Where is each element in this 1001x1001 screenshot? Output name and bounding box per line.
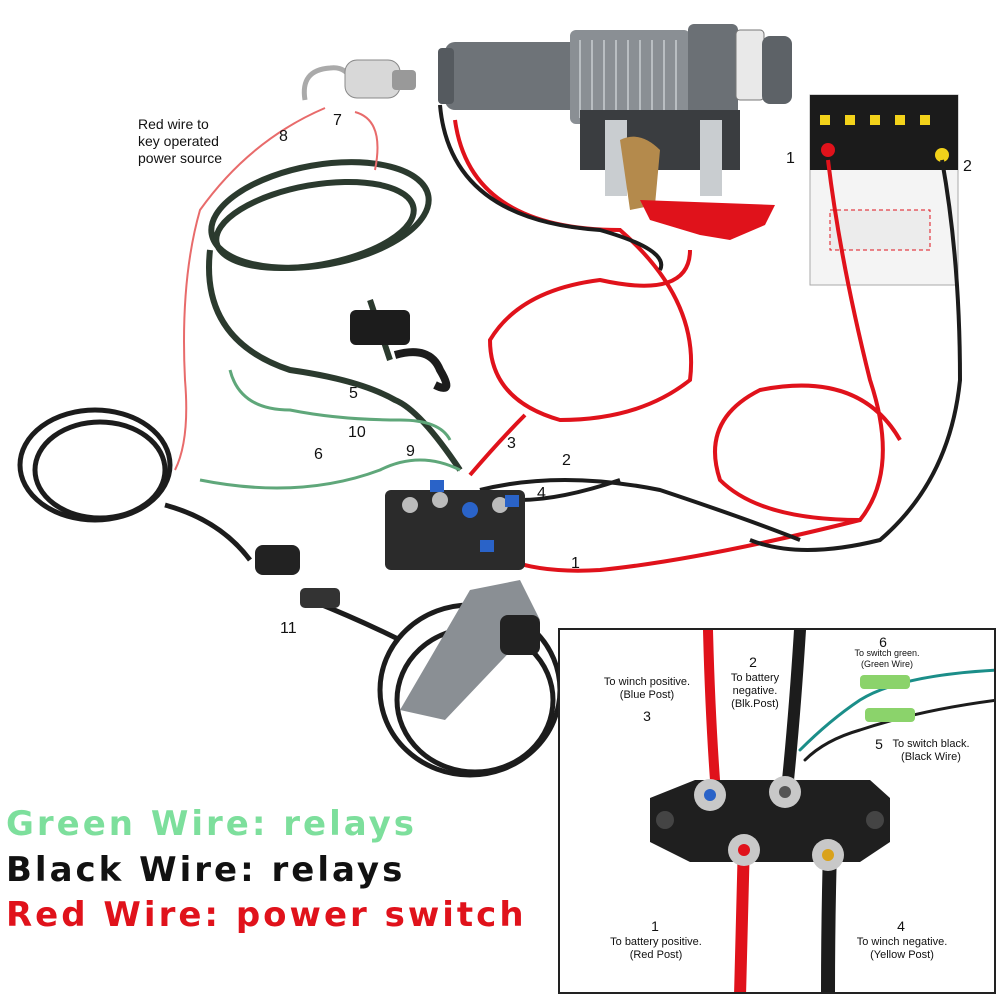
- remote-handset: [400, 580, 540, 720]
- remote-plug: [255, 545, 340, 608]
- inset-num-2: 2: [749, 654, 757, 670]
- key-red-wire: [174, 107, 379, 471]
- label-3: 3: [507, 435, 516, 452]
- inset-note-6-line-2: (Green Wire): [860, 659, 913, 669]
- inset-note-3-line-2: (Blue Post): [619, 689, 675, 701]
- inset-note-6: To switch green. (Green Wire): [842, 648, 932, 670]
- battery-terminal-1-label: 1: [786, 150, 795, 167]
- winch-motor: [438, 24, 792, 240]
- inset-num-5: 5: [875, 736, 883, 752]
- inset-note-3-line-1: To winch positive.: [603, 676, 691, 688]
- legend-green: Green Wire: relays: [6, 804, 418, 844]
- label-5: 5: [349, 385, 358, 402]
- legend-red: Red Wire: power switch: [6, 895, 527, 935]
- contactor-detail-illustration: [650, 630, 994, 992]
- inset-note-2-line-3: (Blk.Post): [731, 698, 779, 710]
- inset-note-2-line-1: To battery: [730, 672, 780, 684]
- label-10: 10: [348, 424, 366, 441]
- inset-num-3: 3: [643, 708, 651, 724]
- inset-note-2-line-2: negative.: [732, 685, 778, 697]
- connector-green: [860, 675, 915, 722]
- label-2: 2: [562, 452, 571, 469]
- inset-note-5: To switch black. (Black Wire): [886, 738, 976, 764]
- legend-black: Black Wire: relays: [6, 850, 406, 890]
- label-4: 4: [537, 485, 546, 502]
- contactor-detail-inset: To winch positive. (Blue Post) 3 2 To ba…: [558, 628, 996, 994]
- label-1: 1: [571, 555, 580, 572]
- inset-note-4: To winch negative. (Yellow Post): [842, 936, 962, 962]
- inset-num-1: 1: [651, 918, 659, 934]
- inset-note-6-line-1: To switch green.: [854, 648, 920, 658]
- inset-note-4-line-1: To winch negative.: [856, 936, 948, 948]
- inset-note-1: To battery positive. (Red Post): [596, 936, 716, 962]
- green-wires: [199, 369, 461, 490]
- inset-note-2: To battery negative. (Blk.Post): [720, 672, 790, 711]
- red-wire-note: Red wire to key operated power source: [138, 116, 222, 167]
- label-11: 11: [280, 620, 297, 637]
- black-wires: [438, 104, 963, 552]
- inset-num-4: 4: [897, 918, 905, 934]
- red-wire-note-line-3: power source: [138, 150, 223, 166]
- inset-note-1-line-1: To battery positive.: [610, 936, 702, 948]
- inset-note-1-line-2: (Red Post): [629, 949, 683, 961]
- inset-note-5-line-2: (Black Wire): [901, 751, 961, 763]
- inset-note-4-line-2: (Yellow Post): [870, 949, 934, 961]
- rocker-switch: [350, 310, 451, 392]
- label-8: 8: [279, 128, 288, 145]
- battery-terminal-2-label: 2: [963, 158, 972, 175]
- contactor: [385, 480, 525, 570]
- key-switch: [301, 59, 416, 101]
- battery: [809, 94, 959, 286]
- inset-num-6: 6: [879, 634, 887, 650]
- label-9: 9: [406, 443, 415, 460]
- inset-note-3: To winch positive. (Blue Post): [592, 676, 702, 702]
- label-6: 6: [314, 446, 323, 463]
- contactor-body: [650, 776, 890, 871]
- inset-note-5-line-1: To switch black.: [892, 738, 970, 750]
- label-7: 7: [333, 112, 342, 129]
- red-wire-note-line-2: key operated: [138, 133, 219, 149]
- red-wire-note-line-1: Red wire to: [138, 116, 209, 132]
